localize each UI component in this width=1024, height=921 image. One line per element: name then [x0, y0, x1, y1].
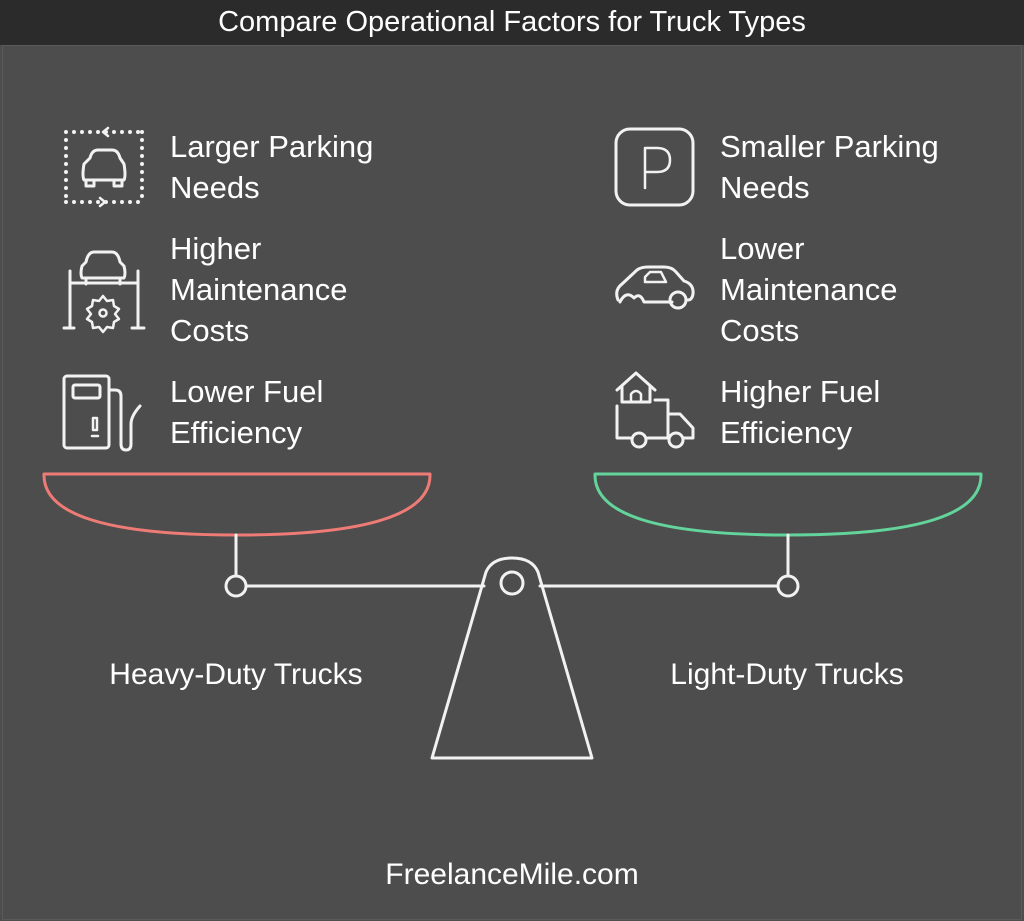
left-item-1-text: Larger Parking Needs: [170, 129, 374, 205]
left-joint: [224, 574, 248, 598]
right-item-1-text: Smaller Parking Needs: [720, 129, 939, 205]
right-joint: [776, 574, 800, 598]
fulcrum: [430, 556, 594, 760]
left-item-3-text: Lower Fuel Efficiency: [170, 374, 324, 450]
delivery-truck-home-icon: [615, 371, 695, 449]
light-duty-label: Light-Duty Trucks: [670, 658, 904, 691]
diagram-frame: [2, 45, 1022, 920]
footer-watermark: FreelanceMile.com: [385, 858, 639, 891]
title-bar: Compare Operational Factors for Truck Ty…: [0, 0, 1024, 45]
right-item-2-text: Lower Maintenance Costs: [720, 231, 898, 348]
right-pan: [593, 472, 983, 537]
right-item-3-text: Higher Fuel Efficiency: [720, 374, 881, 450]
fuel-pump-icon: [62, 374, 142, 452]
left-item-2-text: Higher Maintenance Costs: [170, 231, 348, 348]
heavy-duty-label: Heavy-Duty Trucks: [109, 658, 363, 691]
parking-sign-icon: [614, 127, 695, 207]
parking-area-car-icon: [64, 126, 144, 208]
page-title: Compare Operational Factors for Truck Ty…: [218, 6, 806, 38]
left-pan: [42, 472, 432, 537]
fulcrum-pivot: [499, 570, 525, 596]
car-icon: [615, 265, 695, 310]
car-lift-gear-icon: [62, 250, 146, 334]
